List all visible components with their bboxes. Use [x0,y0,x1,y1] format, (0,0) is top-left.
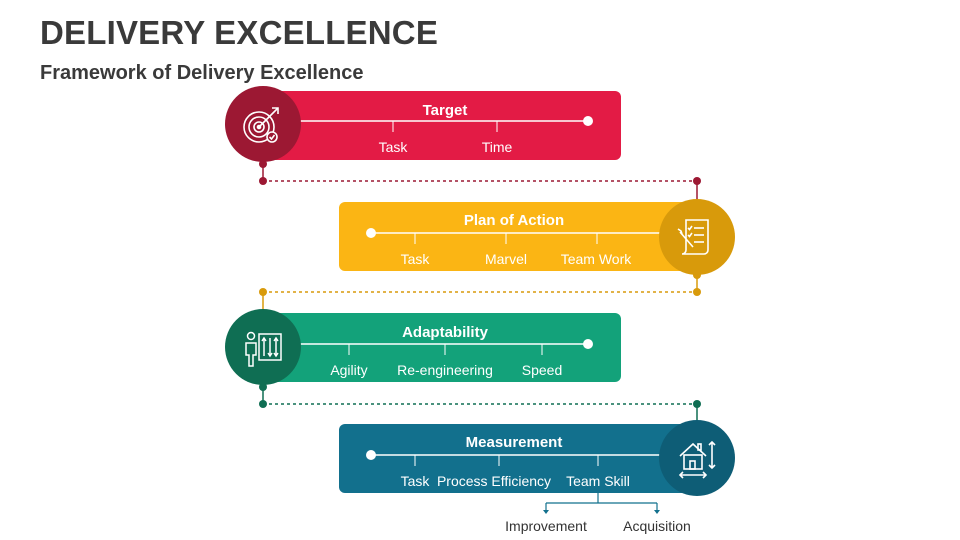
stage-item: Re-engineering [397,362,493,378]
connector-dot [259,288,267,296]
stage-item: Team Work [561,251,633,267]
outcome-improvement: Improvement [505,518,587,534]
stage-title: Plan of Action [464,212,564,229]
outcome-acquisition: Acquisition [623,518,691,534]
connector-dot [693,288,701,296]
arrow-head [543,510,549,514]
stage-item: Task [379,139,409,155]
stage-item: Task [401,251,431,267]
stage-circle [659,199,735,275]
stage-circle [659,420,735,496]
checklist-icon [677,219,709,255]
arrow-head [654,510,660,514]
stage-item: Time [482,139,513,155]
page-title: DELIVERY EXCELLENCE [40,14,439,51]
connector-dot [693,400,701,408]
adaptability-icon [245,331,282,367]
stage-item: Speed [522,362,562,378]
stage-target: Target Task Time [225,86,621,162]
stage-item: Process Efficiency [437,473,551,489]
stage-item: Agility [330,362,367,378]
stage-title: Target [423,102,468,119]
connector-dot [693,177,701,185]
rule-end-dot [583,116,593,126]
connector-dot [259,400,267,408]
connector-dot [259,383,267,391]
connector-dot [259,160,267,168]
stage-title: Adaptability [402,324,488,341]
rule-end-dot [583,339,593,349]
stage-item: Marvel [485,251,527,267]
rule-end-dot [366,228,376,238]
band-measurement [339,424,697,493]
stage-circle [225,309,301,385]
band-target [263,91,621,160]
rule-end-dot [366,450,376,460]
band-adaptability [263,313,621,382]
band-plan [339,202,697,271]
connectors [259,160,701,422]
stage-item: Team Skill [566,473,630,489]
page-subtitle: Framework of Delivery Excellence [40,62,364,84]
stage-plan: Plan of Action Task Marvel Team Work [339,199,735,275]
connector-dot [259,177,267,185]
stage-item: Task [401,473,431,489]
measurement-outcomes: Improvement Acquisition [505,493,691,534]
measurement-icon [678,440,716,479]
target-icon [243,107,279,143]
stage-title: Measurement [466,434,563,451]
stage-measurement: Measurement Task Process Efficiency Team… [339,420,735,496]
stage-adaptability: Adaptability Agility Re-engineering Spee… [225,309,621,385]
